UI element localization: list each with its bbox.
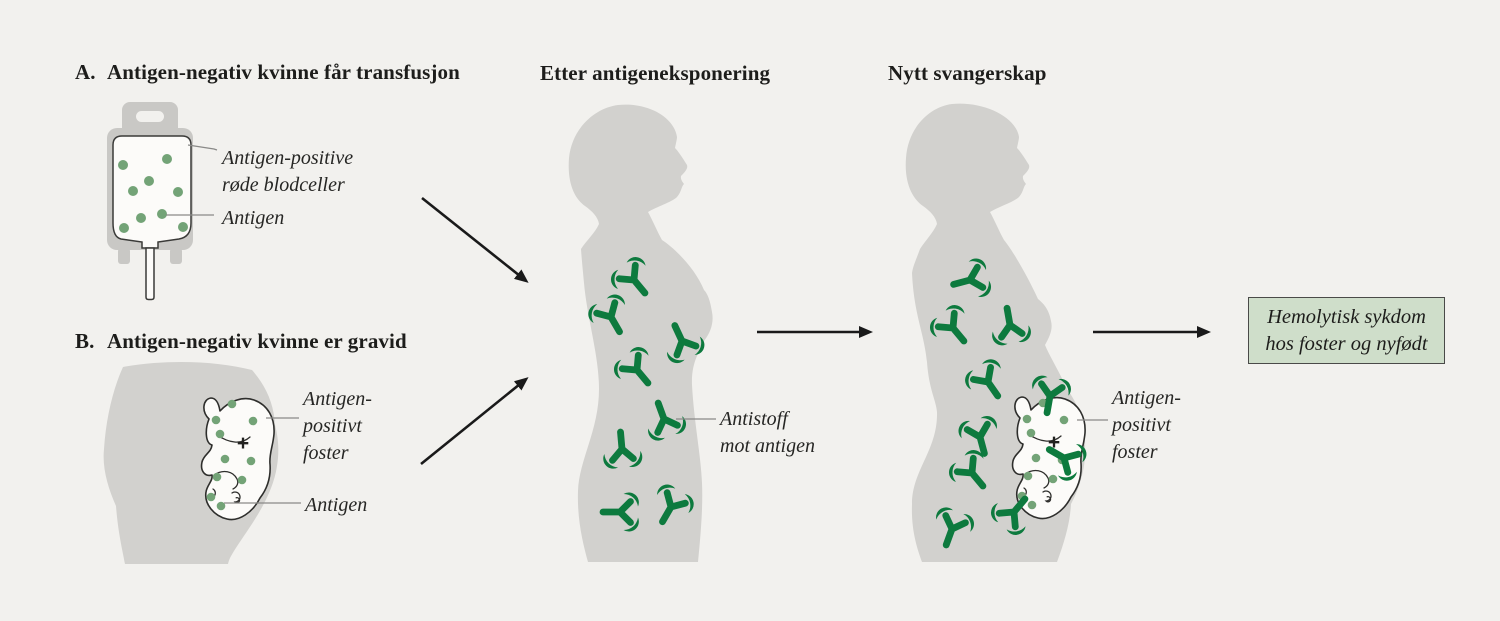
callout-antigen-positive-fetus-b: Antigen- positivt foster (303, 388, 372, 464)
blood-bag-illustration (107, 102, 193, 301)
stage-exposure-title: Etter antigeneksponering (540, 61, 771, 85)
woman-silhouette (568, 104, 713, 562)
outcome-line2: hos foster og nyfødt (1265, 332, 1428, 355)
panel-b-label: B. (75, 329, 95, 353)
panel-a-title: A. Antigen-negativ kvinne får transfusjo… (75, 60, 460, 85)
antigen-dots (118, 154, 188, 233)
callout-antigen-a: Antigen (222, 207, 285, 229)
flow-arrow-icon (421, 196, 529, 283)
panel-b-title: B. Antigen-negativ kvinne er gravid (75, 329, 407, 354)
pregnant-belly-illustration (103, 361, 279, 564)
outcome-line1: Hemolytisk sykdom (1267, 305, 1426, 328)
bag-inner-chamber (112, 135, 192, 249)
flow-arrows (420, 196, 1211, 466)
woman-silhouette-exposure (568, 104, 713, 562)
callout-antigen-positive-fetus-right: Antigen- positivt foster (1112, 387, 1181, 463)
callout-antigen-positive-cells: Antigen-positive røde blodceller (222, 147, 354, 196)
bag-hanger-slot (136, 111, 164, 122)
outcome-box: Hemolytisk sykdom hos foster og nyfødt (1248, 297, 1445, 364)
panel-b-title-text: Antigen-negativ kvinne er gravid (107, 329, 407, 353)
bag-tube (145, 247, 155, 301)
flow-arrow-icon (420, 377, 529, 466)
panel-a-label: A. (75, 60, 96, 84)
callout-antibody: Antistoff mot antigen (720, 408, 815, 457)
panel-a-title-text: Antigen-negativ kvinne får transfusjon (107, 60, 460, 84)
pregnant-woman-silhouette (905, 103, 1095, 562)
callout-lines (166, 144, 1108, 504)
callout-antigen-b: Antigen (305, 494, 368, 516)
callout-line (187, 144, 218, 151)
stage-pregnancy-title: Nytt svangerskap (888, 61, 1047, 85)
